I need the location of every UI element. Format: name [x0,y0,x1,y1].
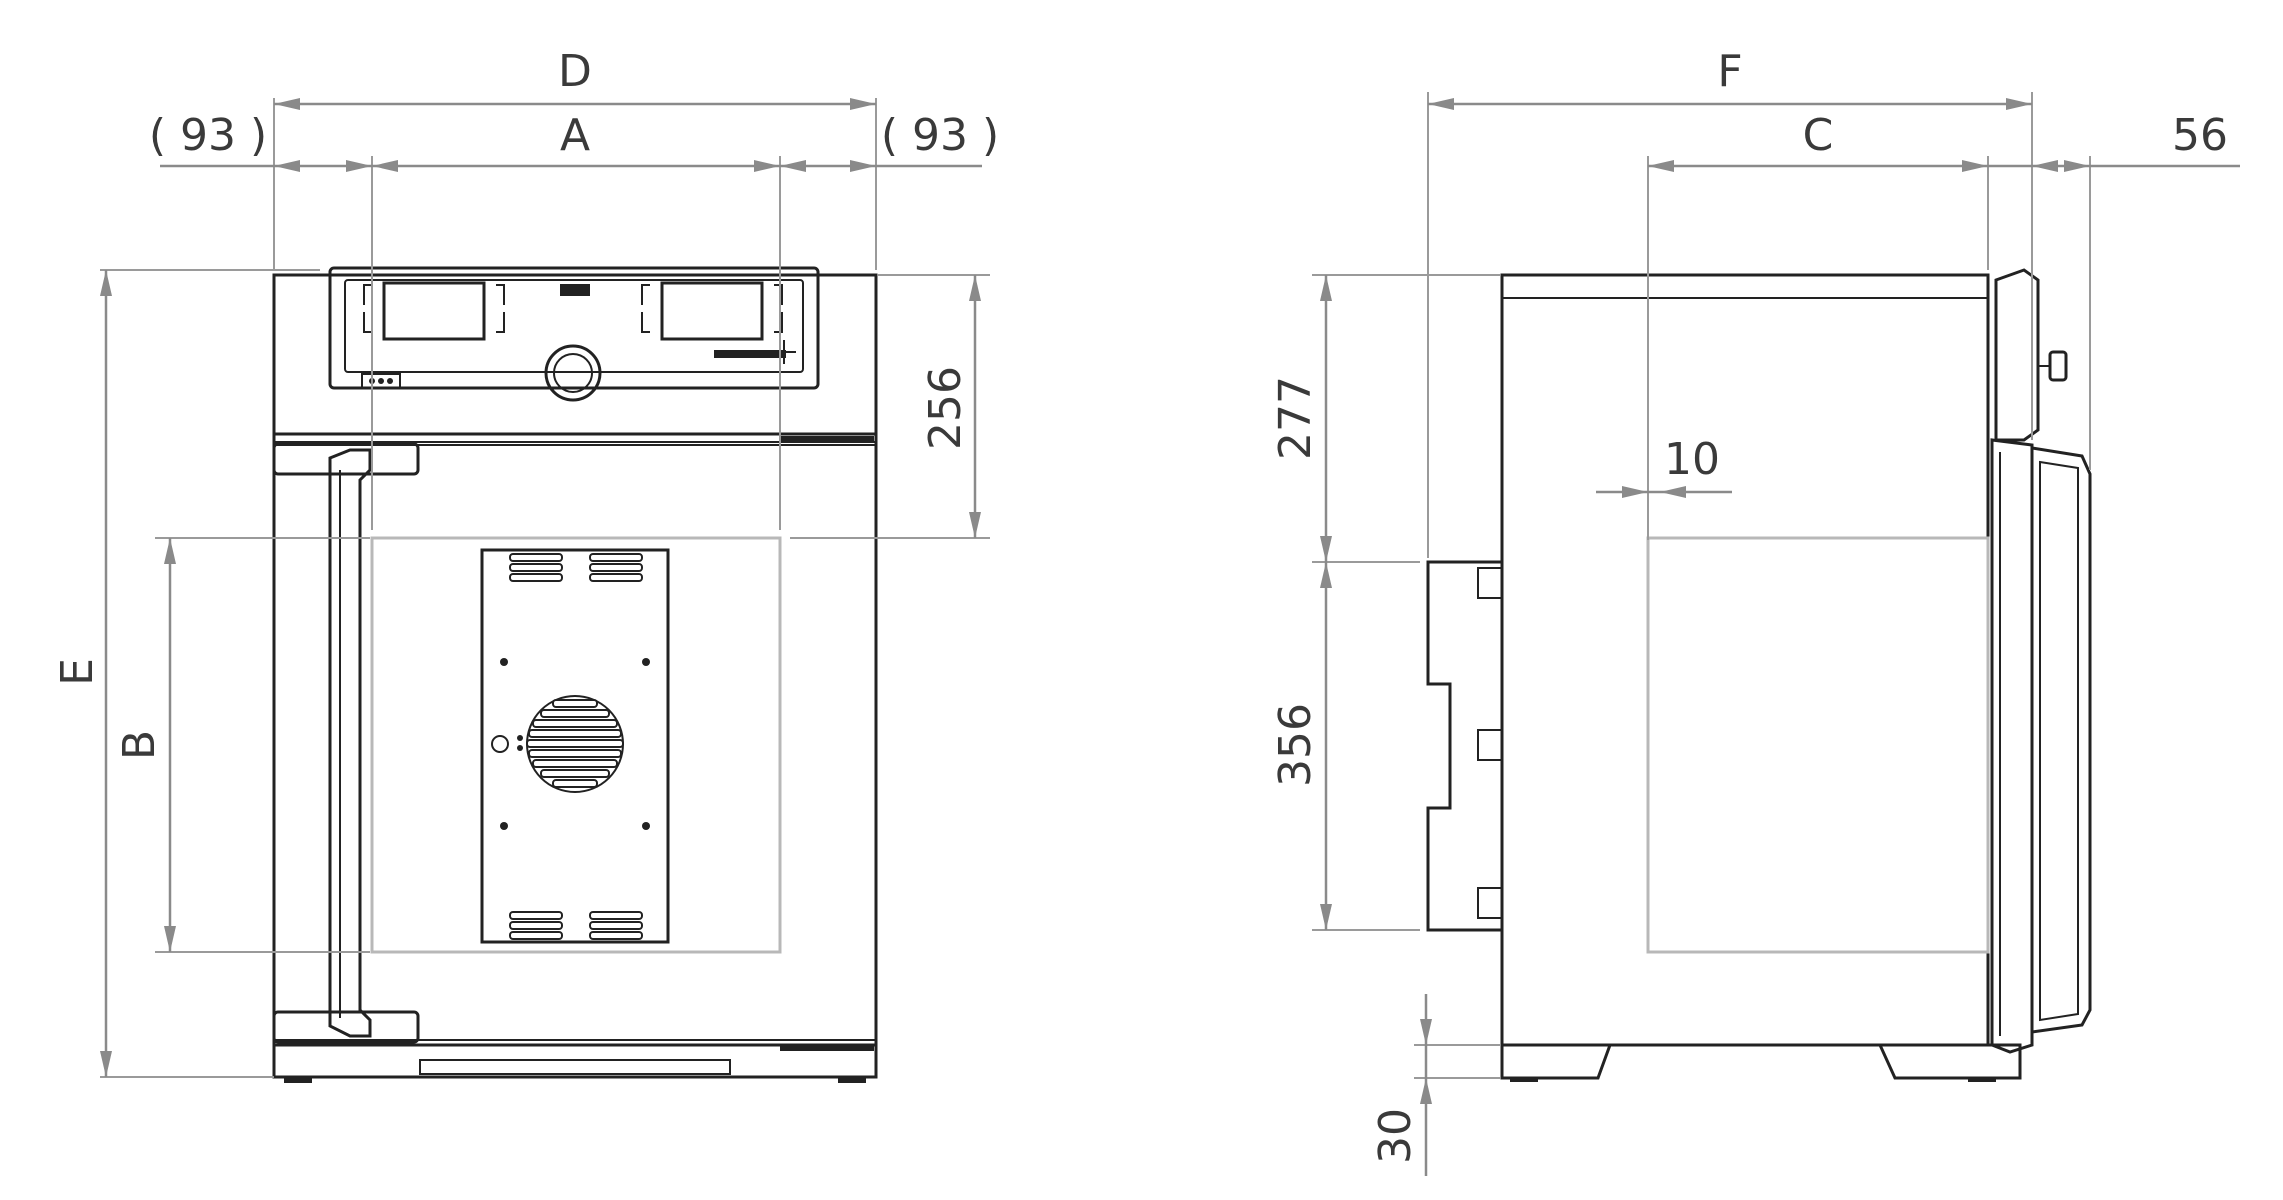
dim-label-left-clearance: ( 93 ) [149,110,267,161]
door-handle[interactable] [328,448,372,1038]
front-extension-lines [273,98,877,530]
dim-label-256: 256 [920,366,971,450]
side-chamber-outline [1646,536,1990,954]
screw-icon [642,658,650,666]
side-knob[interactable] [2048,350,2068,382]
dim-label-E: E [52,658,103,686]
front-dimensions: D A ( 93 ) ( 93 ) E B 256 [52,46,999,1078]
door-seal-strip [780,436,874,442]
rear-mount-top [1477,567,1503,599]
handle-top-bracket [272,442,420,476]
control-panel [328,266,820,390]
rear-foot-pad [1510,1077,1538,1082]
right-display-keys [641,284,783,333]
left-display [382,281,486,341]
right-display [660,281,764,341]
usb-port [361,373,401,389]
rear-mount-bottom [1477,887,1503,919]
dim-label-F: F [1717,46,1742,97]
rear-mount-mid [1477,729,1503,761]
screw-icon [500,822,508,830]
dim-label-356: 356 [1270,703,1321,787]
dim-label-A: A [560,110,590,161]
screw-icon [642,822,650,830]
rear-bracket [1426,560,1502,932]
front-foot [1877,1043,2022,1080]
front-cabinet-outline [272,273,878,1079]
sensor-dot-icon [517,735,523,741]
sensor-icon [491,735,509,753]
status-led-icon [378,378,384,384]
brand-bar [714,350,786,358]
dim-label-30: 30 [1370,1108,1421,1164]
top-vent-slots [509,553,643,582]
dim-label-277: 277 [1270,376,1321,460]
plus-icon [772,340,796,364]
control-knob [544,344,602,402]
door-panel [273,444,877,1041]
left-display-keys [363,284,505,333]
foot-extension-lines [1414,1044,1500,1079]
screw-icon [500,658,508,666]
brand-logo-icon [560,284,590,296]
front-foot-right [838,1077,866,1083]
status-led-icon [387,378,393,384]
bottom-grille [419,1059,731,1075]
front-right-extension-lines [790,274,990,539]
front-foot-left [284,1077,312,1083]
front-left-extension-lines [100,269,370,1078]
bottom-rail [274,1043,876,1079]
fan-cover-plate [480,548,670,944]
side-dimensions: F C 56 277 356 10 30 [1270,46,2240,1176]
side-view [1426,268,2092,1082]
side-handle[interactable] [2030,446,2092,1034]
front-view [272,266,878,1083]
fan-grille-icon [526,695,624,793]
dim-label-D: D [558,46,592,97]
control-knob-inner [553,353,593,393]
dim-label-B: B [114,730,165,760]
front-chamber-outline [370,536,782,954]
front-foot-pad [1968,1077,1996,1082]
bottom-seal-strip [780,1045,874,1051]
bottom-vent-slots [509,911,643,940]
side-handle-inner [2039,460,2079,1022]
side-body-outline [1500,273,1990,1047]
sensor-dot-icon [517,745,523,751]
handle-bottom-bracket [272,1010,420,1044]
rear-foot [1500,1043,1613,1080]
dim-label-right-clearance: ( 93 ) [881,110,999,161]
side-door [1990,438,2034,1054]
dim-label-10: 10 [1664,434,1720,485]
dim-label-C: C [1803,110,1834,161]
dim-label-56: 56 [2172,110,2228,161]
side-left-extension-lines [1312,274,1500,931]
side-extension-lines [1427,92,2091,558]
control-panel-inner [344,279,804,373]
